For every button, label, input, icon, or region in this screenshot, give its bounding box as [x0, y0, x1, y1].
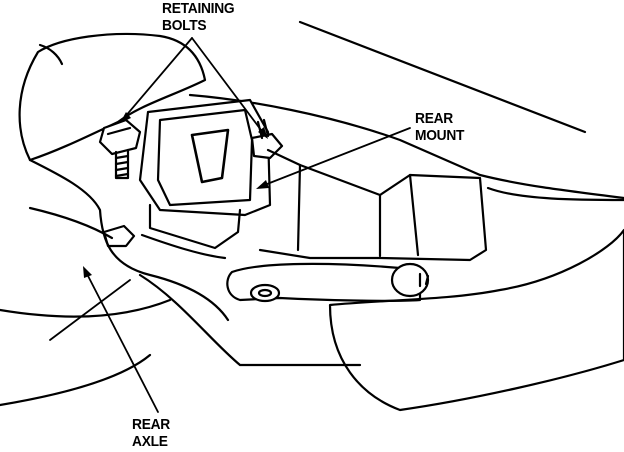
boss-mark	[418, 272, 430, 288]
upper-left-body-panel	[18, 32, 207, 162]
retaining-bolts-label-line-1: RETAINING	[162, 0, 235, 17]
housing-inner-edge	[296, 163, 420, 258]
rod-end-boss	[390, 262, 430, 298]
rear-mount-label-line-1: REAR	[415, 110, 454, 127]
rod-end-hole	[257, 288, 273, 298]
retaining-bolts-label: RETAINING BOLTS	[162, 0, 235, 34]
arrow-head-bolt-left	[120, 112, 131, 123]
mount-bracket-lower-lip	[148, 203, 242, 250]
retaining-bolts-label-line-2: BOLTS	[162, 17, 207, 34]
rear-axle-label-line-2: AXLE	[132, 433, 168, 450]
leader-rear-axle	[85, 271, 159, 413]
axle-tube-lower	[0, 298, 172, 318]
rear-axle-label-line-1: REAR	[132, 416, 171, 433]
mount-bracket-flange	[140, 233, 227, 260]
leader-rear-axle-secondary	[49, 279, 131, 341]
floor-bottom-curve	[0, 353, 152, 407]
floor-lower-sweep	[138, 273, 362, 367]
axle-tube-outline	[28, 158, 230, 322]
rear-axle-label: REAR AXLE	[132, 416, 170, 450]
panel-crease	[38, 43, 64, 66]
leader-rear-mount	[261, 127, 411, 187]
rear-mount-label: REAR MOUNT	[415, 110, 464, 144]
mount-housing	[258, 148, 488, 262]
leader-retaining-bolt-right	[191, 37, 265, 135]
axle-surface-line	[28, 206, 114, 240]
leader-retaining-bolt-left	[123, 37, 193, 119]
arrow-head-rear-axle	[83, 266, 92, 278]
rear-mount-label-line-2: MOUNT	[415, 127, 465, 144]
mount-bracket-window	[190, 128, 230, 184]
rod-end-eye	[249, 283, 281, 303]
arrow-head-rear-mount	[256, 180, 269, 189]
left-retaining-bolt	[98, 118, 142, 180]
right-body-edge	[486, 186, 624, 202]
floor-pan-edge	[298, 20, 587, 134]
arrow-head-bolt-right	[258, 127, 268, 139]
